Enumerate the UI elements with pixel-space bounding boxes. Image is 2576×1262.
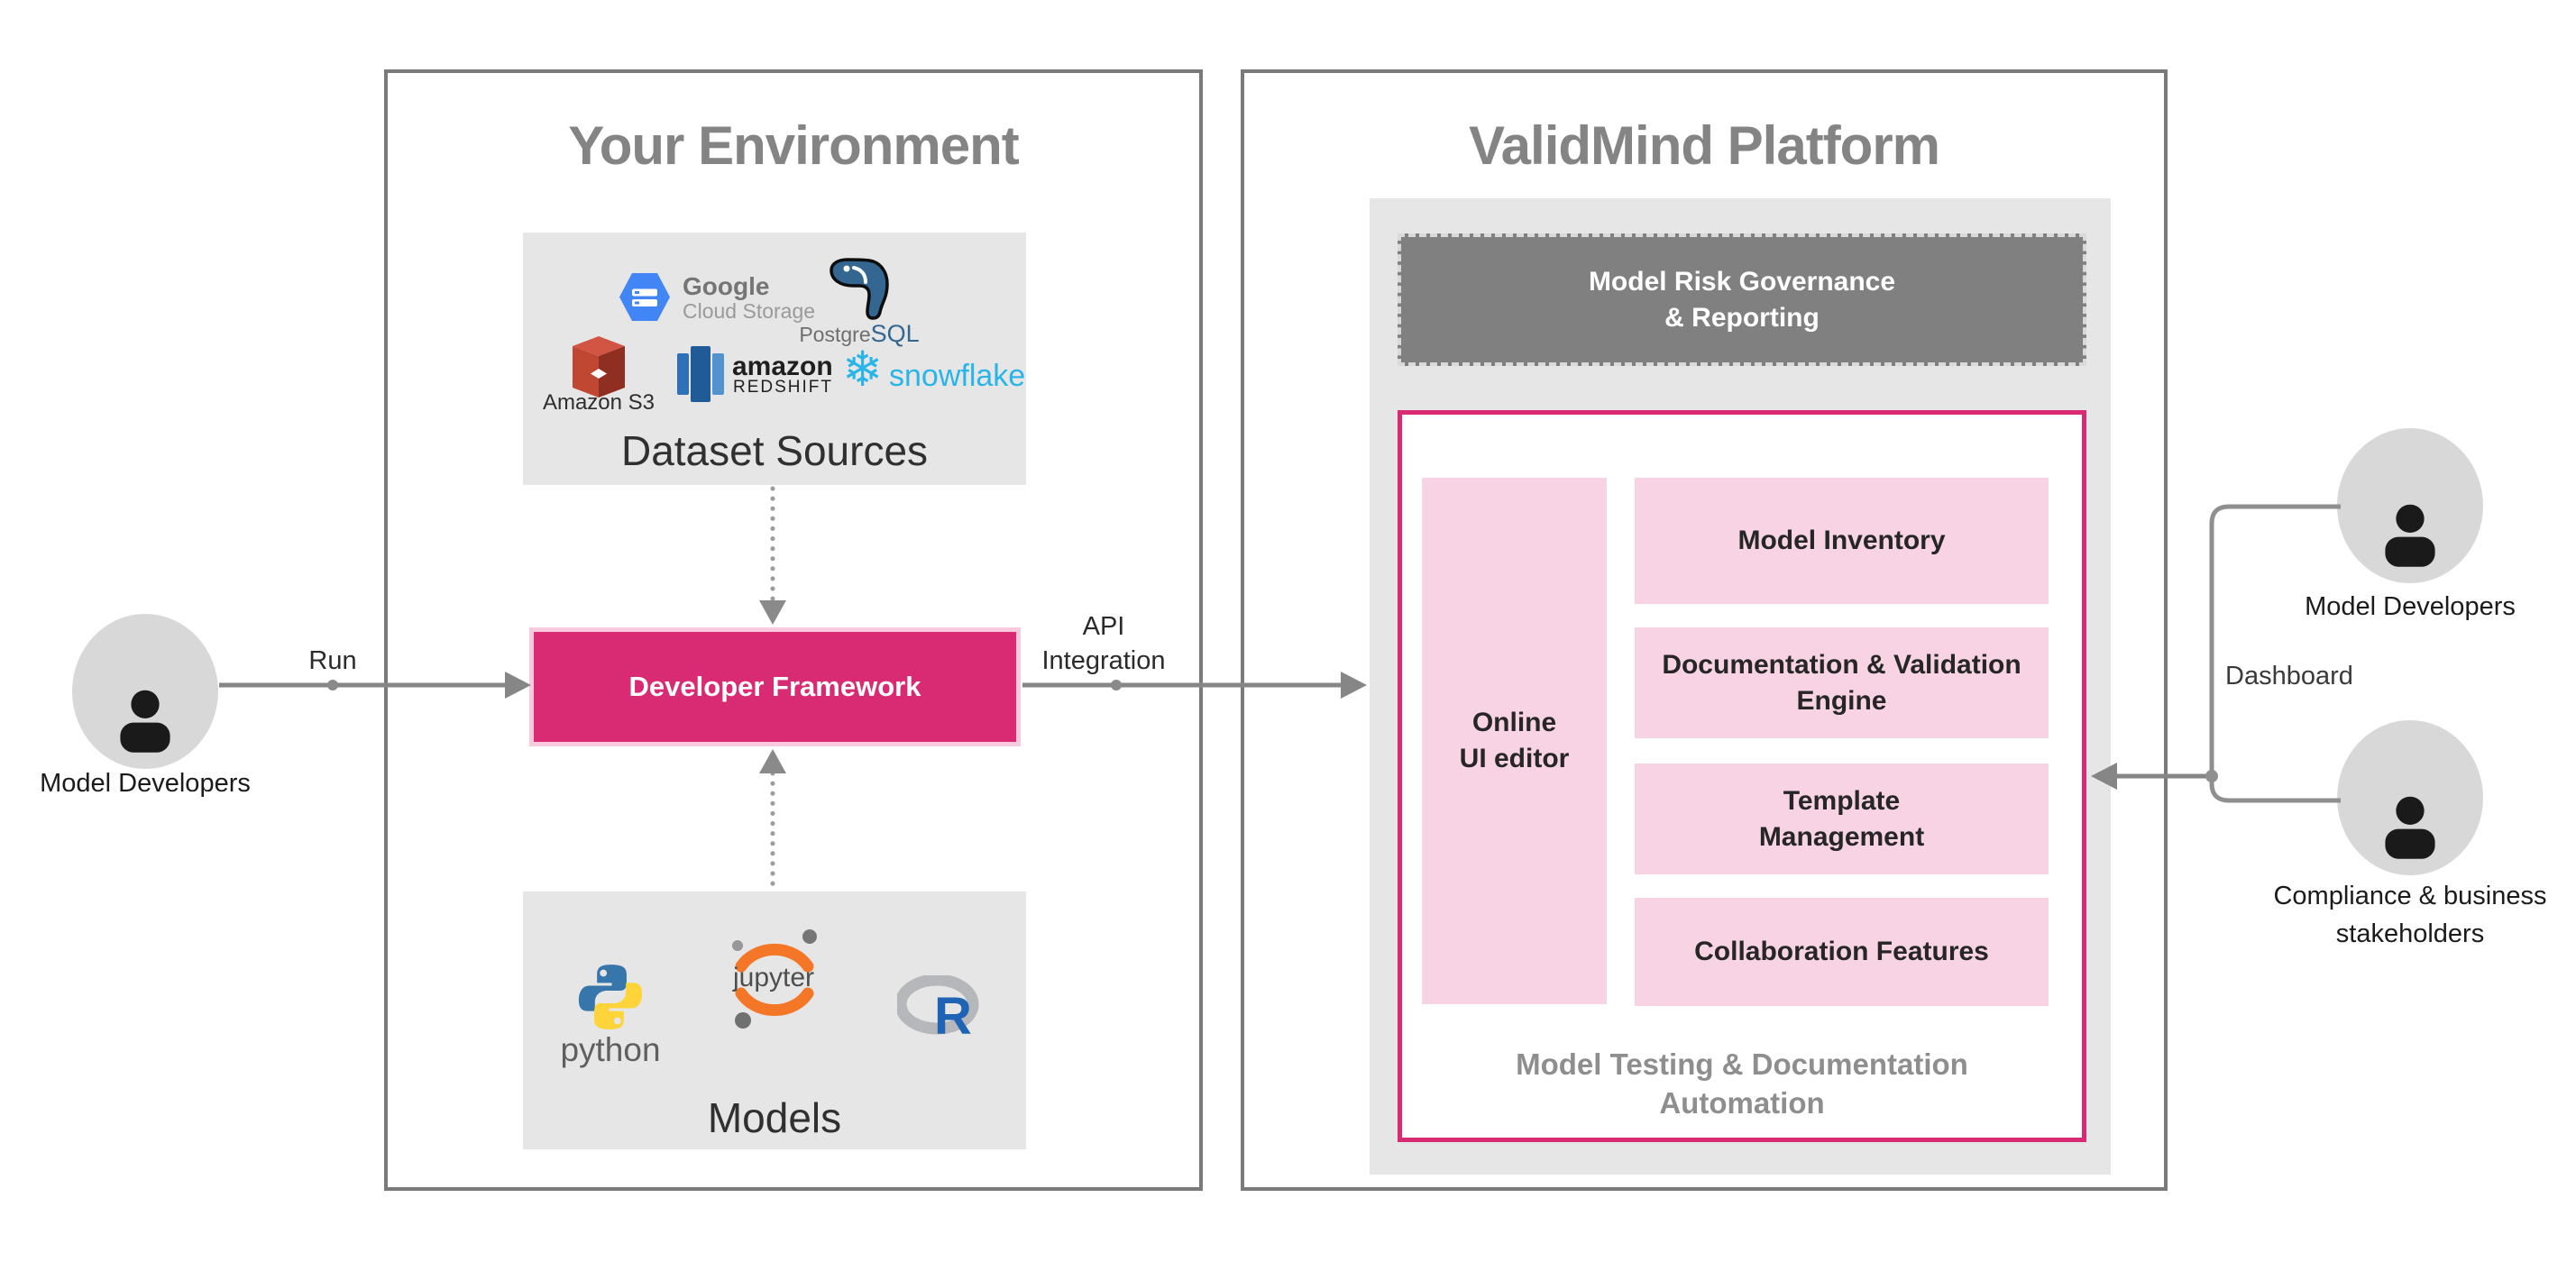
google-cloud-storage-icon <box>619 273 670 321</box>
model-risk-governance-box: Model Risk Governance & Reporting <box>1398 233 2086 366</box>
person-icon <box>2385 504 2435 567</box>
documentation-validation-block: Documentation & Validation Engine <box>1635 627 2049 738</box>
dataset-sources-label: Dataset Sources <box>620 427 929 474</box>
postgresql-wordmark-sql: SQL <box>870 320 920 347</box>
amazon-redshift-icon <box>677 346 724 402</box>
python-icon <box>578 965 643 1029</box>
r-lang-icon <box>897 975 979 1035</box>
left-model-developers-avatar <box>72 614 218 769</box>
dashboard-bracket <box>2209 504 2341 803</box>
template-management-block: Template Management <box>1635 764 2049 874</box>
online-ui-editor-block: Online UI editor <box>1422 478 1607 1004</box>
python-label: python <box>560 1031 661 1068</box>
amazon-redshift-name: amazon <box>732 352 833 381</box>
developer-framework-label: Developer Framework <box>628 671 921 702</box>
collaboration-features-label: Collaboration Features <box>1694 937 1989 966</box>
dashboard-junction-dot <box>2205 770 2218 782</box>
snowflake-label: snowflake <box>889 359 1026 393</box>
google-cloud-storage-sub: Cloud Storage <box>683 299 816 323</box>
person-icon <box>2385 796 2435 859</box>
jupyter-icon <box>732 929 817 1029</box>
right-model-developers-label: Model Developers <box>2305 592 2516 621</box>
collaboration-features-block: Collaboration Features <box>1635 898 2049 1006</box>
r-lang-letter: R <box>934 987 972 1046</box>
model-inventory-label: Model Inventory <box>1737 526 1946 555</box>
postgresql-wordmark-postgre: Postgre <box>799 323 871 346</box>
governance-line1: Model Risk Governance <box>1588 266 1896 297</box>
dashboard-label: Dashboard <box>2225 662 2353 690</box>
amazon-s3-label: Amazon S3 <box>542 390 655 415</box>
postgresql-wordmark: PostgreSQL <box>787 320 931 348</box>
api-label-line1: API <box>1082 612 1125 641</box>
postgresql-icon <box>830 258 889 320</box>
template-management-line1: Template <box>1783 785 1901 816</box>
person-icon <box>120 690 170 753</box>
developer-framework-box: Developer Framework <box>529 627 1021 746</box>
documentation-validation-line1: Documentation & Validation <box>1662 649 2021 680</box>
google-cloud-storage-name: Google <box>683 272 770 300</box>
models-label: Models <box>707 1094 842 1141</box>
api-integration-label: API Integration <box>1004 609 1203 678</box>
compliance-stakeholders-line1: Compliance & business <box>2273 882 2547 910</box>
validmind-platform-title: ValidMind Platform <box>1468 115 1940 176</box>
model-testing-caption: Model Testing & Documentation Automation <box>1398 1042 2086 1125</box>
run-arrow-dot <box>327 680 338 690</box>
documentation-validation-line2: Engine <box>1796 685 1887 716</box>
governance-line2: & Reporting <box>1664 302 1820 333</box>
amazon-redshift-sub: REDSHIFT <box>733 378 833 397</box>
jupyter-label: jupyter <box>732 963 815 992</box>
online-ui-editor-line1: Online <box>1471 708 1557 737</box>
compliance-stakeholders-line2: stakeholders <box>2335 919 2485 948</box>
left-model-developers-label: Model Developers <box>40 769 251 798</box>
model-testing-caption-line1: Model Testing & Documentation <box>1516 1047 1968 1081</box>
amazon-s3-icon <box>573 336 625 398</box>
run-label: Run <box>308 646 357 675</box>
model-inventory-block: Model Inventory <box>1635 478 2049 604</box>
template-management-line2: Management <box>1758 821 1925 852</box>
snowflake-icon: ❄ <box>842 343 884 397</box>
your-environment-title: Your Environment <box>568 115 1020 176</box>
online-ui-editor-line2: UI editor <box>1459 744 1570 773</box>
right-model-developers-avatar <box>2337 428 2483 583</box>
model-testing-caption-line2: Automation <box>1659 1086 1825 1120</box>
api-label-line2: Integration <box>1041 646 1166 675</box>
compliance-stakeholders-avatar <box>2337 720 2483 875</box>
compliance-stakeholders-label: Compliance & business stakeholders <box>2250 877 2571 953</box>
